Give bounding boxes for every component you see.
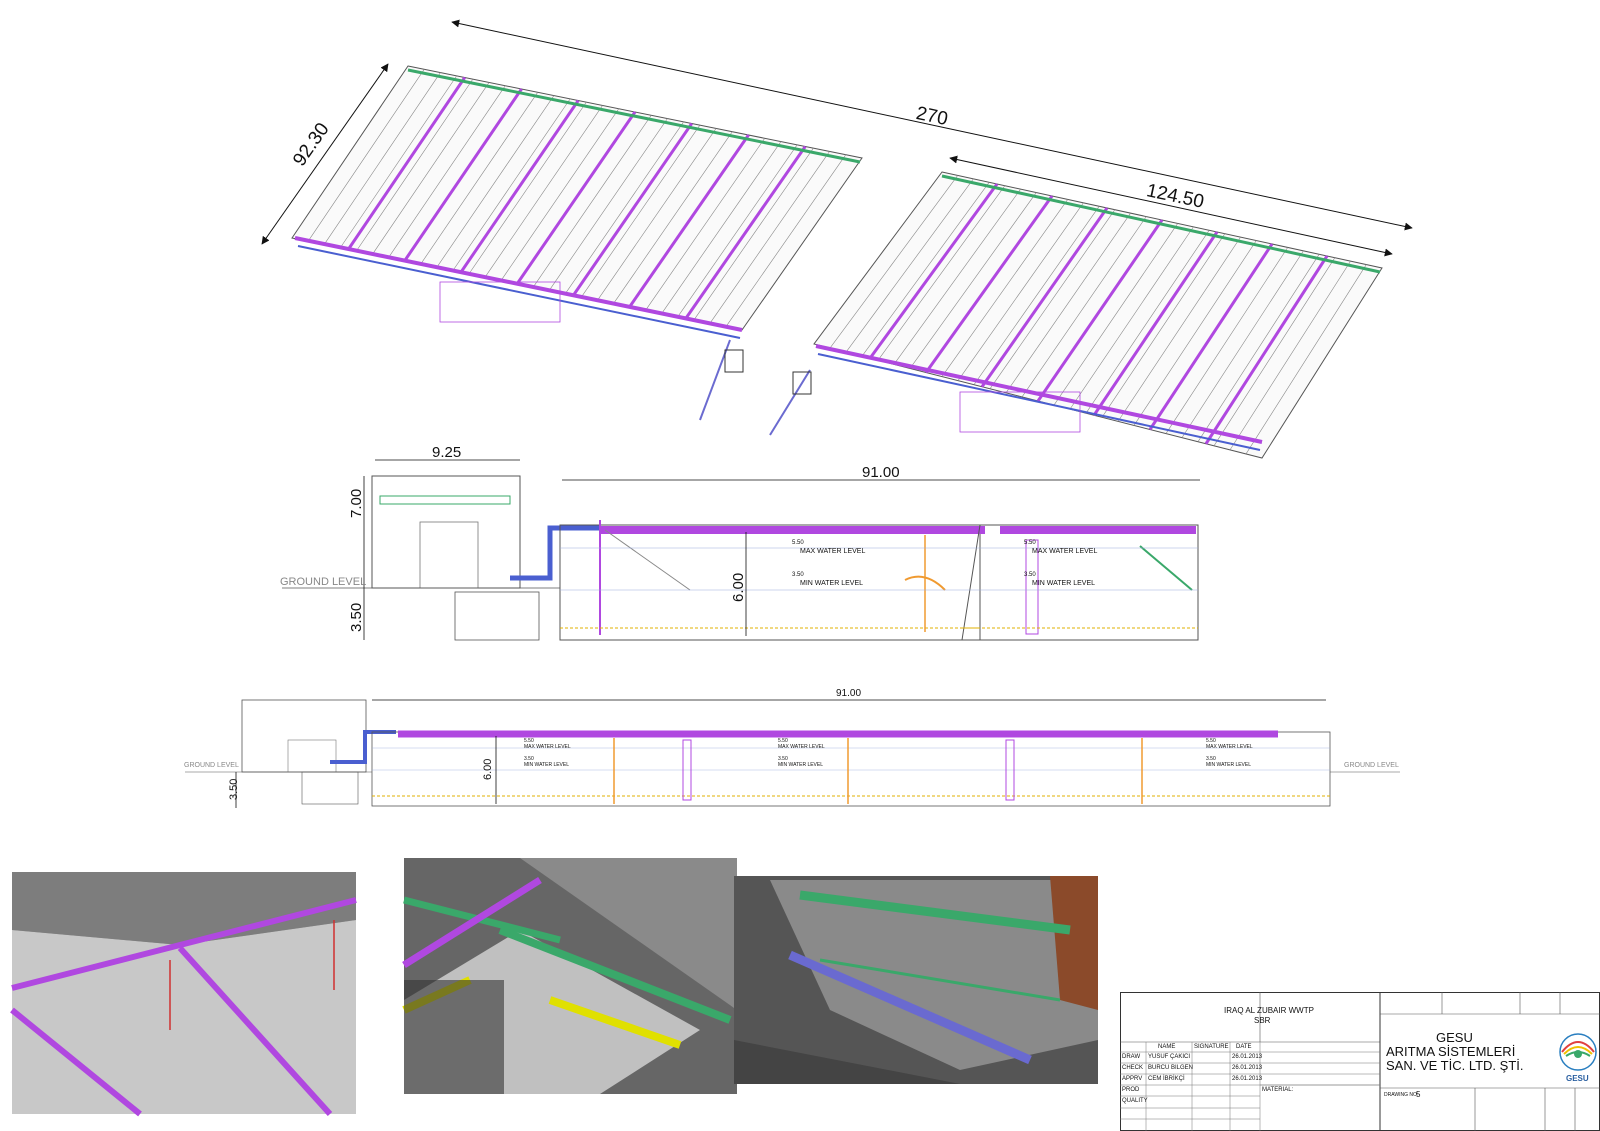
isometric-plan-view [261,19,1413,459]
lvl-c-min-lbl: MIN WATER LEVEL [1206,762,1252,768]
tb-company-line1: GESU [1436,1030,1473,1045]
min-level-value-2: 3.50 [1024,572,1036,578]
lvl-b-min-val: 3.50 [778,756,788,762]
section2-levels-c: 5.50 MAX WATER LEVEL 3.50 MIN WATER LEVE… [1206,738,1253,768]
section2-ground-left: GROUND LEVEL [184,762,239,769]
tb-subtitle: SBR [1254,1016,1271,1025]
gesu-logo [1559,1033,1597,1071]
section2-span: 91.00 [836,688,862,699]
min-level-value-1: 3.50 [792,572,804,578]
lvl-b-max-val: 5.50 [778,738,788,744]
tb-row-role: QUALITY [1122,1098,1148,1104]
tb-company-line2: ARITMA SİSTEMLERİ [1386,1044,1516,1059]
section2-levels-a: 5.50 MAX WATER LEVEL 3.50 MIN WATER LEVE… [524,738,571,768]
tb-drawing-no-label: DRAWING NO: [1384,1092,1419,1098]
lvl-a-min-val: 3.50 [524,756,534,762]
tb-row-role: CHECK [1122,1065,1144,1071]
tb-row-name: CEM İBRİKÇİ [1148,1076,1185,1082]
lvl-a-max-val: 5.50 [524,738,534,744]
dim-building-width: 9.25 [432,444,462,461]
tb-row-role: APPRV [1122,1076,1143,1082]
dim-tank-span: 91.00 [862,464,900,481]
tb-row-role: DRAW [1122,1054,1141,1060]
lvl-c-min-val: 3.50 [1206,756,1216,762]
max-level-label-1: MAX WATER LEVEL [800,548,866,555]
ground-level-label-1: GROUND LEVEL [280,576,367,588]
tb-col-signature: SIGNATURE [1194,1044,1229,1050]
render-view-2 [402,858,737,1094]
lvl-a-min-lbl: MIN WATER LEVEL [524,762,570,768]
tb-drawing-no: 5 [1416,1090,1421,1099]
min-level-label-1: MIN WATER LEVEL [800,580,864,587]
tb-row-date: 26.01.2013 [1232,1054,1263,1060]
lvl-c-max-lbl: MAX WATER LEVEL [1206,744,1253,750]
tb-col-date: DATE [1236,1044,1252,1050]
min-level-label-2: MIN WATER LEVEL [1032,580,1096,587]
lvl-b-max-lbl: MAX WATER LEVEL [778,744,825,750]
tb-row-role: PROD [1122,1087,1140,1093]
section-view-2 [185,699,1400,808]
max-level-value-1: 5.50 [792,540,804,546]
max-level-value-2: 5.50 [1024,540,1036,546]
render-view-3 [734,876,1098,1084]
section2-ground-right: GROUND LEVEL [1344,762,1399,769]
title-block: IRAQ AL ZUBAIR WWTP SBR NAME SIGNATURE D… [1120,992,1600,1131]
tb-row-date: 26.01.2013 [1232,1065,1263,1071]
tb-row-date: 26.01.2013 [1232,1076,1263,1082]
render-view-1 [10,872,357,1117]
max-level-label-2: MAX WATER LEVEL [1032,548,1098,555]
lvl-b-min-lbl: MIN WATER LEVEL [778,762,824,768]
lvl-c-max-val: 5.50 [1206,738,1216,744]
tb-col-name: NAME [1158,1044,1176,1050]
lvl-a-max-lbl: MAX WATER LEVEL [524,744,571,750]
tb-company-line3: SAN. VE TİC. LTD. ŞTİ. [1386,1058,1524,1073]
section2-levels-b: 5.50 MAX WATER LEVEL 3.50 MIN WATER LEVE… [778,738,825,768]
tb-logo-text: GESU [1566,1074,1589,1083]
tb-project: IRAQ AL ZUBAIR WWTP [1224,1006,1314,1015]
tb-material-label: MATERIAL: [1262,1087,1294,1093]
section-view-1 [282,459,1200,641]
tb-row-name: YUSUF ÇAKICI [1148,1054,1191,1060]
tb-row-name: BURCU BILGEN [1148,1065,1194,1071]
